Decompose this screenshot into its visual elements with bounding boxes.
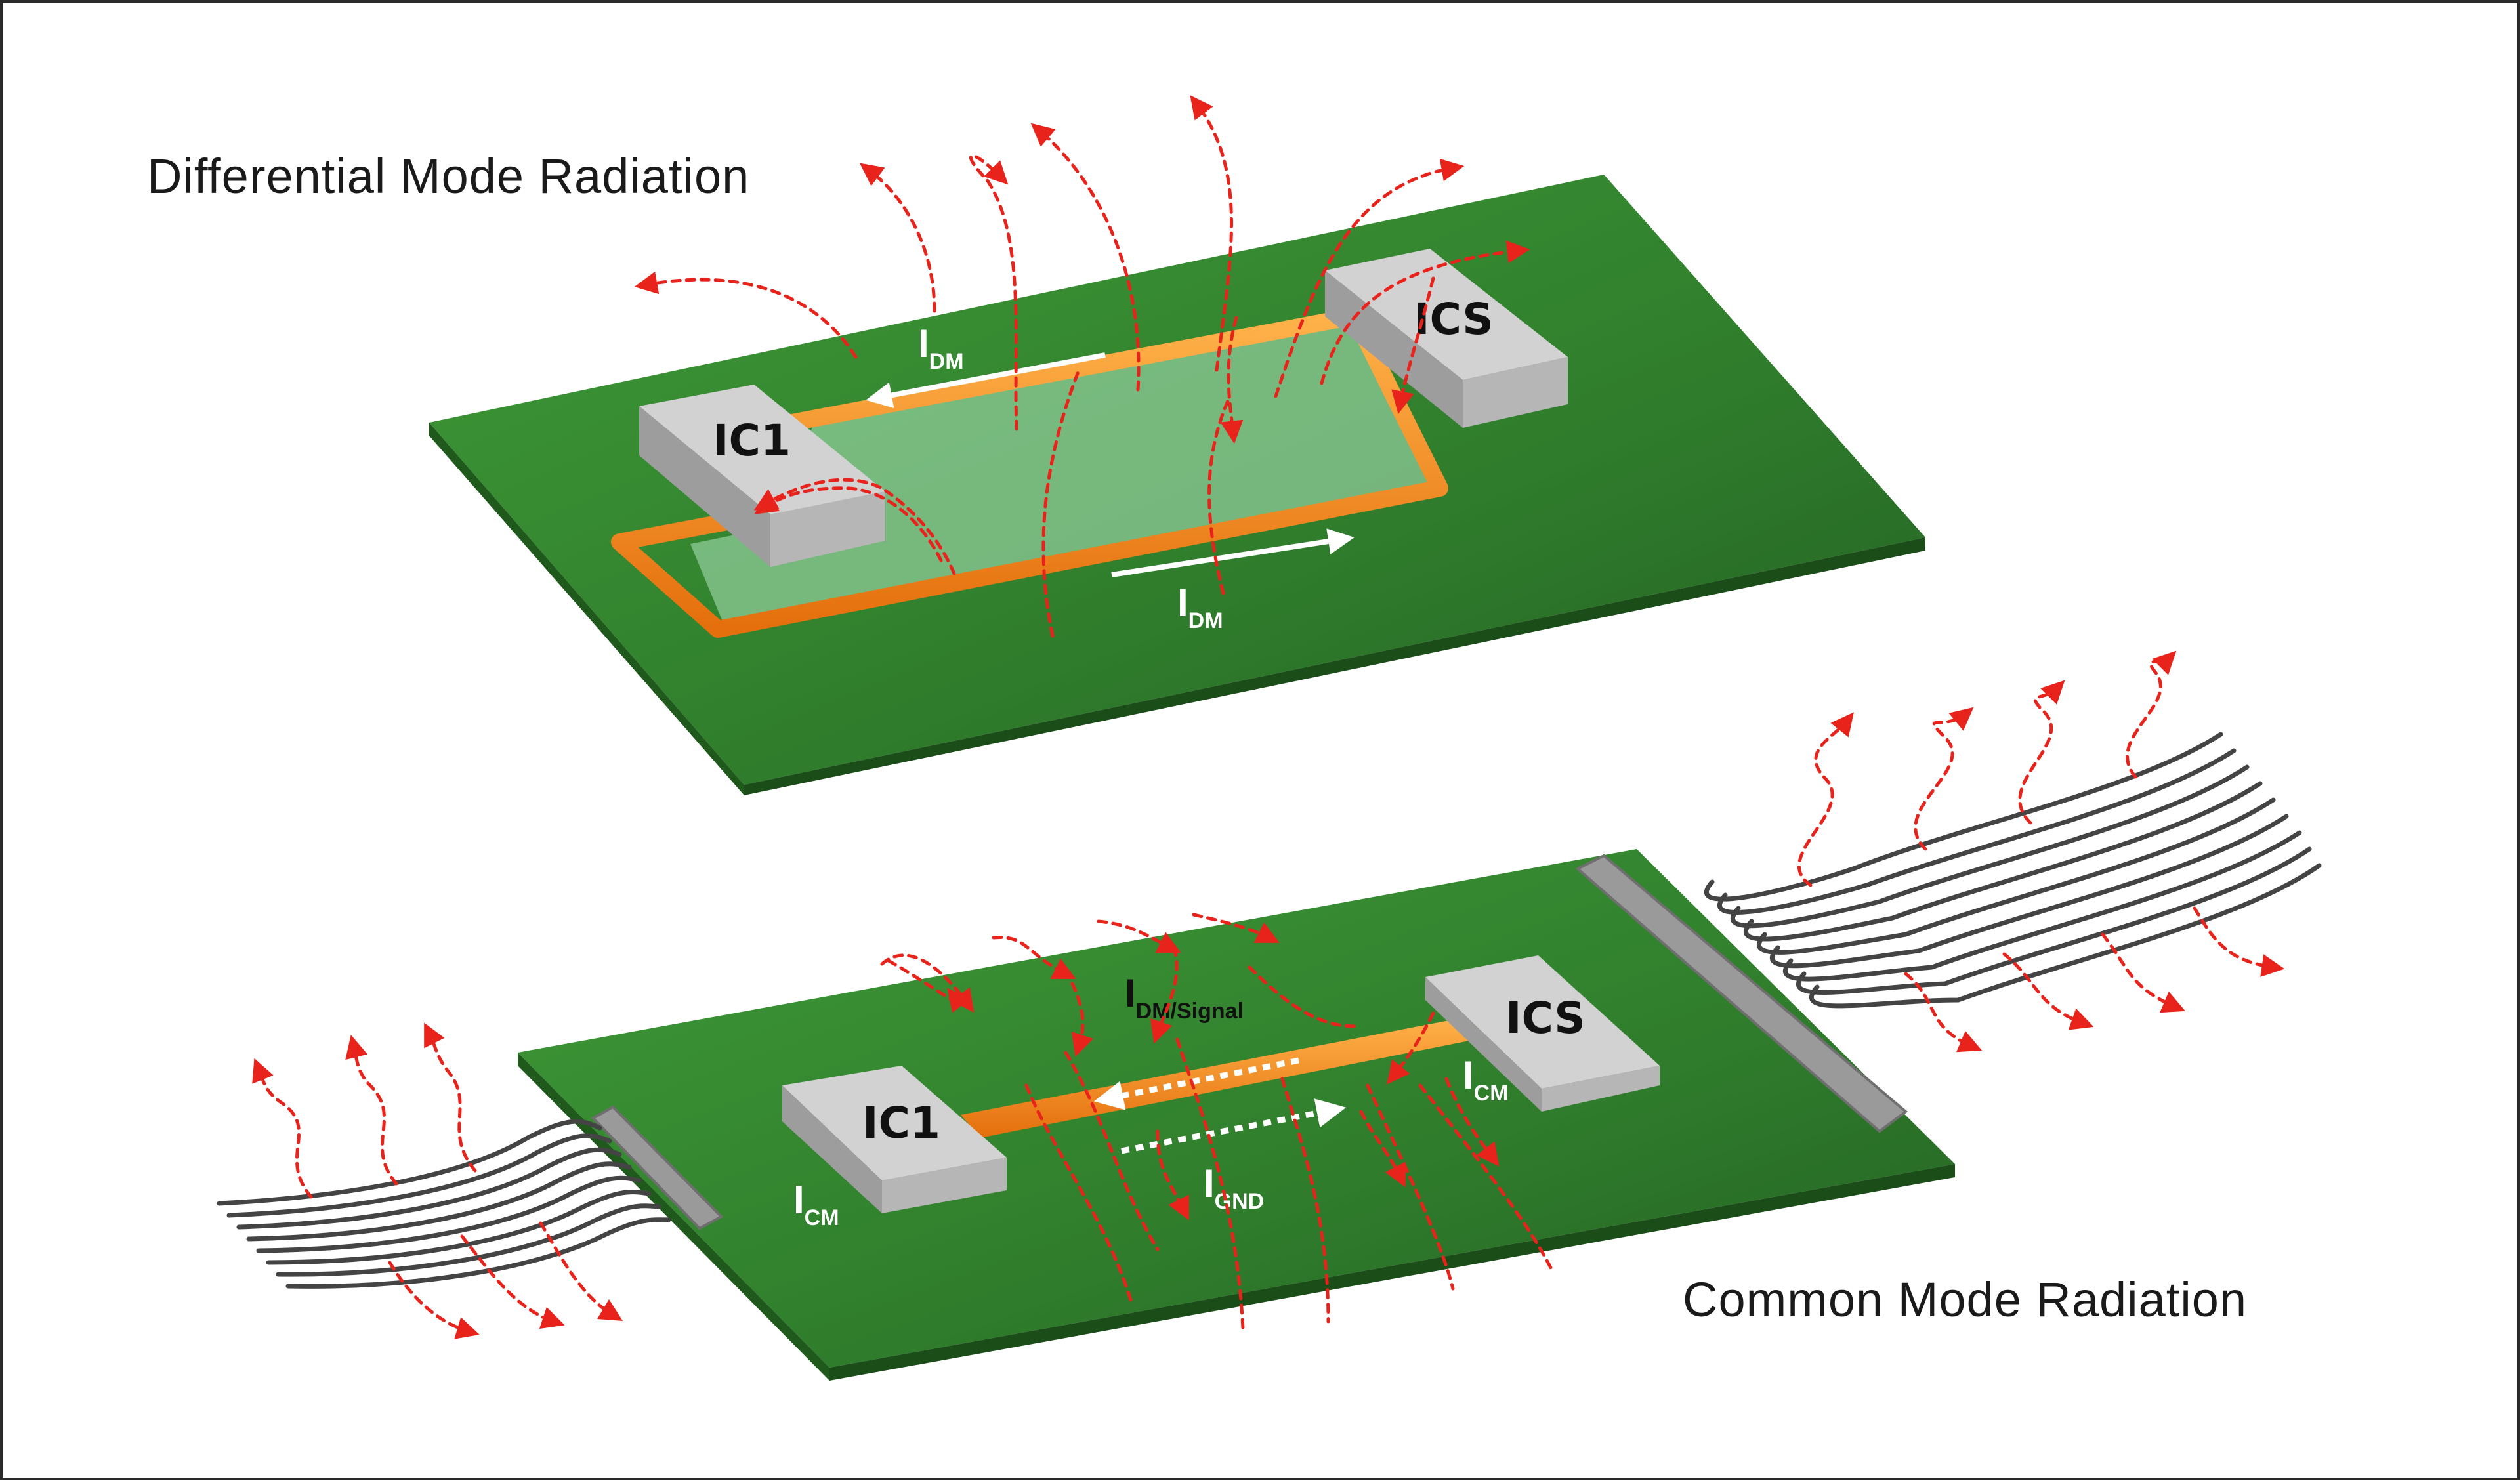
gnd-current-arrow xyxy=(1121,1098,1347,1154)
current-label-upper: IDM xyxy=(918,322,964,374)
common-field-lines-board xyxy=(880,913,1553,1330)
chip-ics-bottom: ICS xyxy=(1425,955,1660,1112)
current-label-cm-right: ICM xyxy=(1463,1053,1509,1106)
current-arrow-upper xyxy=(866,352,1106,408)
current-label-cm-left: ICM xyxy=(793,1178,839,1230)
connector-right xyxy=(1575,854,1908,1133)
chip-ics-label-top: ICS xyxy=(1414,294,1494,345)
chip-ic1-bottom: IC1 xyxy=(782,1066,1007,1213)
current-label-lower: IDM xyxy=(1177,581,1223,633)
common-field-lines-left-cable xyxy=(252,1022,623,1339)
title-common-mode: Common Mode Radiation xyxy=(1683,1272,2247,1327)
connector-left xyxy=(591,1105,724,1230)
title-differential-mode: Differential Mode Radiation xyxy=(147,149,749,203)
current-arrow-lower xyxy=(1111,528,1354,577)
radiation-diagram: IC1 ICS IDM IDM xyxy=(147,95,2322,1381)
differential-field-lines xyxy=(634,95,1530,638)
loop-area xyxy=(690,314,1437,626)
pcb-board-bottom xyxy=(518,849,1955,1368)
common-field-lines-right-cable xyxy=(1797,650,2285,1053)
chip-ics-top: ICS xyxy=(1325,249,1568,428)
pcb-board-bottom-front-edge xyxy=(830,1164,1955,1381)
pcb-board-top-edge xyxy=(429,423,744,795)
pcb-board-top-front-edge xyxy=(744,537,1925,795)
ribbon-cable-left xyxy=(217,1119,671,1289)
differential-mode-diagram: IC1 ICS IDM IDM xyxy=(147,95,1925,795)
chip-ic1-label-bottom: IC1 xyxy=(862,1098,940,1148)
chip-ic1-label-top: IC1 xyxy=(713,415,791,466)
chip-ics-label-bottom: ICS xyxy=(1505,993,1586,1043)
signal-current-arrow xyxy=(1093,1057,1299,1110)
common-mode-diagram: IC1 ICS xyxy=(217,650,2322,1381)
